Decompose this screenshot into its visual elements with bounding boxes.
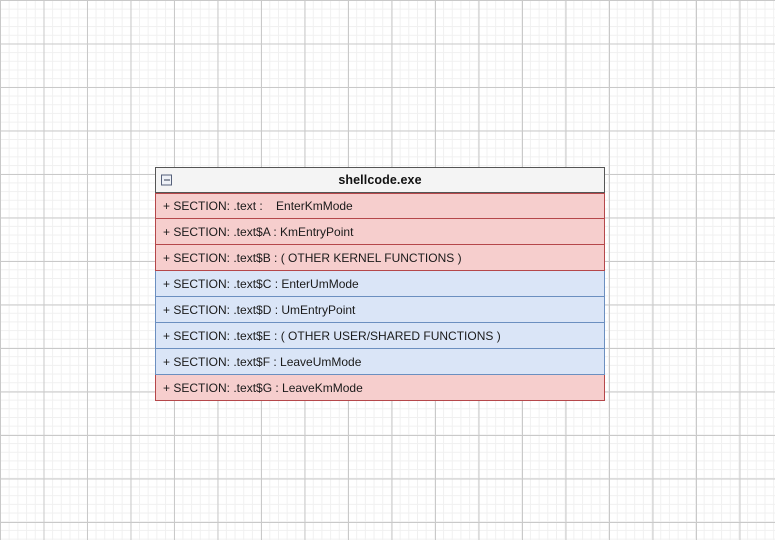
section-row[interactable]: + SECTION: .text$F : LeaveUmMode <box>155 349 605 375</box>
collapse-minus-icon[interactable] <box>161 174 172 186</box>
section-row[interactable]: + SECTION: .text$C : EnterUmMode <box>155 271 605 297</box>
section-row[interactable]: + SECTION: .text$A : KmEntryPoint <box>155 219 605 245</box>
node-member-list: + SECTION: .text : EnterKmMode+ SECTION:… <box>155 193 605 401</box>
section-row[interactable]: + SECTION: .text$E : ( OTHER USER/SHARED… <box>155 323 605 349</box>
section-row[interactable]: + SECTION: .text$D : UmEntryPoint <box>155 297 605 323</box>
section-row[interactable]: + SECTION: .text$B : ( OTHER KERNEL FUNC… <box>155 245 605 271</box>
minus-glyph <box>163 179 170 181</box>
section-row[interactable]: + SECTION: .text : EnterKmMode <box>155 193 605 219</box>
uml-class-node[interactable]: shellcode.exe + SECTION: .text : EnterKm… <box>155 167 605 401</box>
node-header[interactable]: shellcode.exe <box>155 167 605 193</box>
node-title: shellcode.exe <box>338 173 422 187</box>
section-row[interactable]: + SECTION: .text$G : LeaveKmMode <box>155 375 605 401</box>
